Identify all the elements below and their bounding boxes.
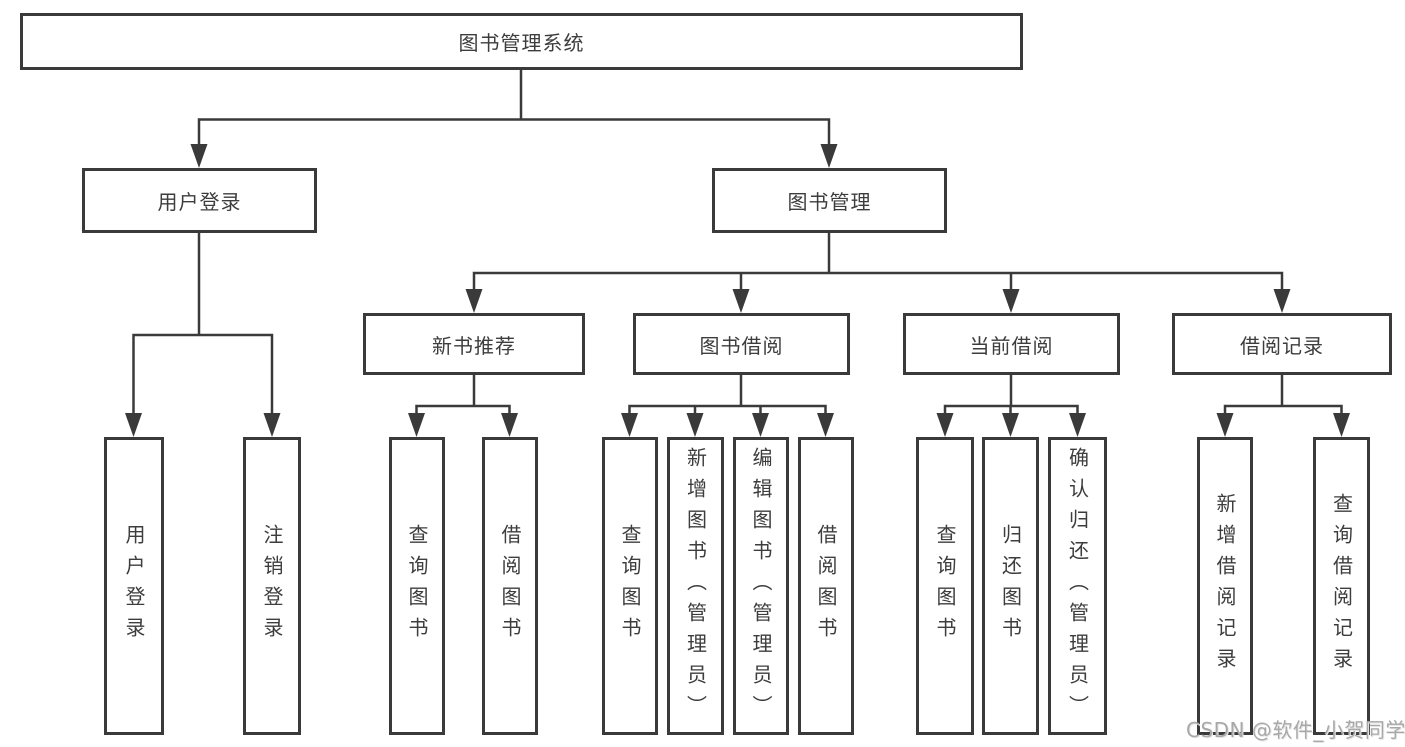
leaf-add-book-admin: 新增图书（管理员）: [667, 437, 724, 735]
node-label: 新书推荐: [432, 333, 516, 358]
node-current-borrowing: 当前借阅: [903, 313, 1120, 375]
node-label: 借阅记录: [1240, 333, 1324, 358]
leaf-logout: 注销登录: [243, 437, 301, 735]
node-book-management: 图书管理: [712, 168, 947, 233]
leaf-label: 用户登录: [122, 524, 146, 648]
node-label: 图书借阅: [699, 333, 784, 358]
leaf-label: 归还图书: [998, 524, 1023, 648]
leaf-borrow-books-borrowing: 借阅图书: [798, 437, 854, 735]
leaf-return-books: 归还图书: [982, 437, 1039, 735]
leaf-user-login: 用户登录: [104, 437, 164, 735]
csdn-watermark: CSDN @软件_小贺同学: [1186, 718, 1405, 742]
node-label: 当前借阅: [969, 333, 1054, 358]
node-new-book-recommend: 新书推荐: [363, 313, 585, 375]
leaf-borrow-books-recommend: 借阅图书: [482, 437, 538, 735]
node-borrowing-records: 借阅记录: [1172, 313, 1392, 375]
leaf-label: 借阅图书: [814, 524, 838, 648]
leaf-query-books-recommend: 查询图书: [389, 437, 445, 735]
node-library-system: 图书管理系统: [20, 13, 1023, 70]
node-label: 图书管理系统: [458, 31, 585, 55]
leaf-label: 注销登录: [260, 524, 284, 648]
node-user-login: 用户登录: [82, 168, 317, 233]
leaf-label: 新增图书（管理员）: [683, 446, 708, 726]
leaf-label: 编辑图书（管理员）: [749, 446, 773, 726]
leaf-label: 新增借阅记录: [1213, 493, 1237, 679]
leaf-label: 查询图书: [618, 524, 642, 648]
leaf-label: 确认归还（管理员）: [1065, 446, 1090, 726]
leaf-label: 查询图书: [933, 524, 957, 648]
leaf-label: 查询图书: [405, 524, 429, 648]
leaf-add-borrow-record: 新增借阅记录: [1197, 437, 1253, 735]
leaf-confirm-return-admin: 确认归还（管理员）: [1048, 437, 1107, 735]
leaf-query-books-borrowing: 查询图书: [602, 437, 658, 735]
node-label: 用户登录: [157, 190, 242, 214]
node-label: 图书管理: [787, 190, 872, 214]
leaf-query-borrow-record: 查询借阅记录: [1313, 437, 1370, 735]
leaf-query-books-current: 查询图书: [916, 437, 974, 735]
node-book-borrowing: 图书借阅: [633, 313, 850, 375]
leaf-edit-book-admin: 编辑图书（管理员）: [733, 437, 789, 735]
leaf-label: 查询借阅记录: [1329, 493, 1354, 679]
leaf-label: 借阅图书: [498, 524, 522, 648]
